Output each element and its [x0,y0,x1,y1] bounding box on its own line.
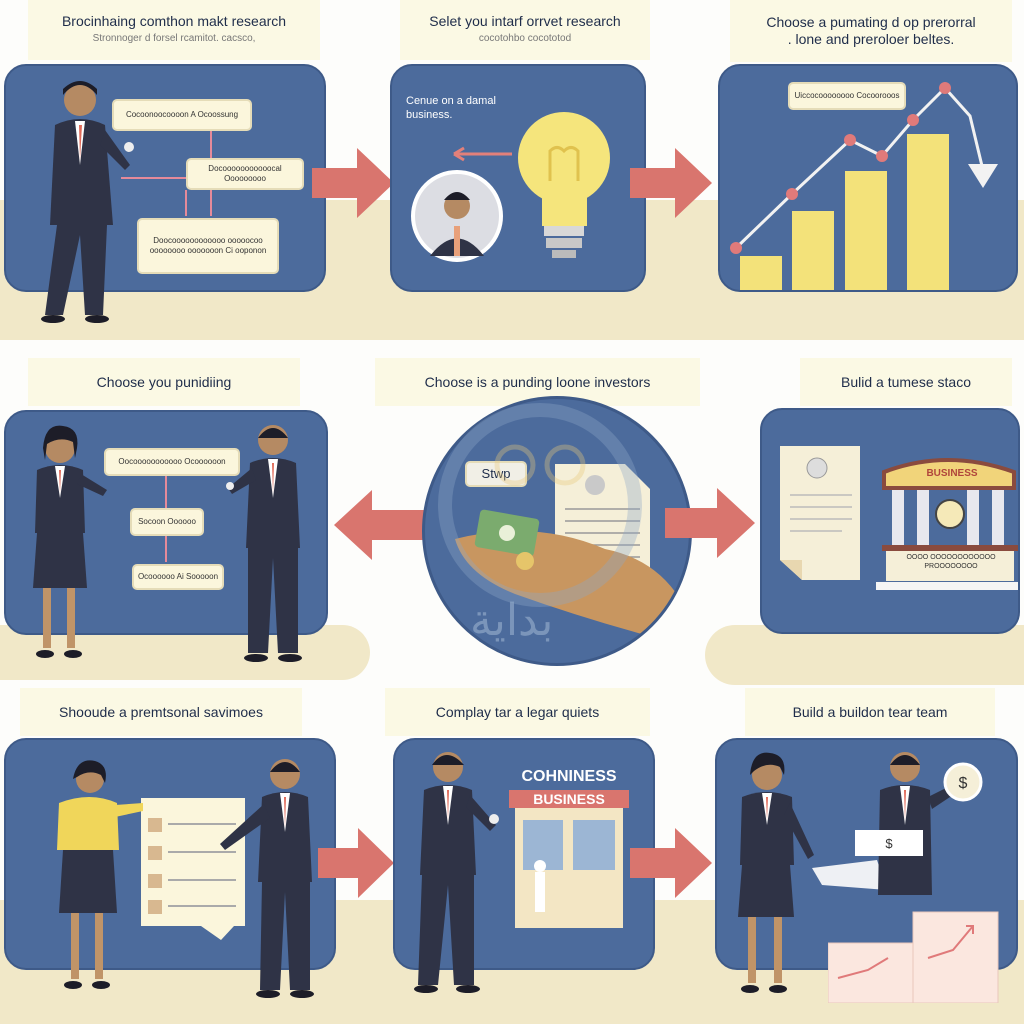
step-3-label: Choose a pumating d op prerorral . lone … [730,0,1012,62]
step-8-label: Complay tar a legar quiets [385,688,650,736]
step-3-subtitle: . lone and preroloer beltes. [787,31,955,47]
step-4-title: Choose you punidiing [96,373,232,390]
document-and-bank-illustration [780,446,1018,590]
step-badge: Stwp [465,461,527,487]
store-sign: BUSINESS [533,791,605,807]
step-2-label: Selet you intarf orrvet research cocotoh… [400,0,650,60]
flow-box-3: Doocoooooooooooo ooooocoo oooooooo ooooo… [137,218,279,274]
bar-4 [907,134,949,290]
growth-bar-chart [730,82,998,290]
step-2-title: Selet you intarf orrvet research [429,13,621,29]
dollar-check-icon: $ [885,836,893,851]
businessman-figure [220,759,314,998]
arrow-left [334,490,427,560]
step-1-title: Brocinhaing comthon makt research [61,13,287,29]
down-arrowhead [968,164,998,188]
dollar-coin: $ [943,762,983,802]
step-5-title: Choose is a punding loone investors [424,373,651,390]
ground-band-row2-right [705,625,1024,685]
connector-lines [121,130,212,216]
businessman-figure [414,752,499,993]
arrow-right-3 [665,488,755,558]
bank-plaque: OOOO OOOOOOOOOOOO PROOOOOOOO [906,554,996,570]
storefront-illustration [509,790,629,928]
step-2-panel-text: Cenue on a damal business. [406,95,496,121]
step-2-subtitle: cocotohbo cocototod [478,33,572,44]
bar-2 [792,211,834,290]
idea-illustration [411,112,610,262]
trend-line [734,85,984,250]
connector-lines [165,474,167,562]
step-7-title: Shooude a premtsonal savimoes [59,703,263,720]
step-2-panel: Cenue on a damal business. [390,64,646,292]
step-6-title: Bulid a tumese staco [841,373,971,390]
step-1-subtitle: Stronnoger d forsel rcamitot. cacsco, [92,33,256,44]
step-5-circle-panel: Stwp [422,396,692,666]
funding-illustration [455,464,680,639]
step-3-title: Choose a pumating d op prerorral [766,14,976,30]
resume-board-illustration [141,798,245,940]
store-sign-top: COHNINESS [521,768,617,785]
step-1-label: Brocinhaing comthon makt research Stronn… [28,0,320,60]
arrow-right-1 [312,148,394,218]
flow-box-3: Ocoooooo Ai Sooooon [132,564,224,590]
flow-box-1: Cocoonoocoooon A Ocoossung [112,99,252,131]
businessman-figure [41,81,134,323]
step-6-panel: BUSINESS OOOO OOOOOOOOOOOO PROOOOOOOO [760,408,1020,634]
chart-note-box: Uiccocoooooooo Cocoorooos [788,82,906,110]
step-4-label: Choose you punidiing [28,358,300,406]
step-9-label: Build a buildon tear team [745,688,995,736]
team-handshake-illustration [812,860,887,890]
businesswoman-figure [33,425,107,658]
businesswoman-yellow-figure [57,760,143,989]
businesswoman-figure [738,752,814,993]
step-7-label: Shooude a premtsonal savimoes [20,688,302,736]
dollar-coin-icon: $ [959,775,968,792]
bank-sign: BUSINESS [926,468,978,479]
step-3-panel: Uiccocoooooooo Cocoorooos [718,64,1018,292]
arrow-right-5 [630,828,712,898]
flow-box-1: Oocooooooooooo Ocoooooon [104,448,240,476]
arrow-right-4 [318,828,394,898]
step-9-title: Build a buildon tear team [792,703,948,720]
step-8-title: Complay tar a legar quiets [435,703,600,720]
bar-3 [845,171,887,290]
flow-box-2: Docooooooooooocal Ooooooooo [186,158,304,190]
arrow-right-2 [630,148,712,218]
flow-box-2: Socoon Oooooo [130,508,204,536]
businessman-figure [226,425,302,662]
growth-boxes-illustration [828,911,999,1003]
step-6-label: Bulid a tumese staco [800,358,1012,406]
dollar-check: $ [855,830,923,856]
bar-1 [740,256,782,290]
